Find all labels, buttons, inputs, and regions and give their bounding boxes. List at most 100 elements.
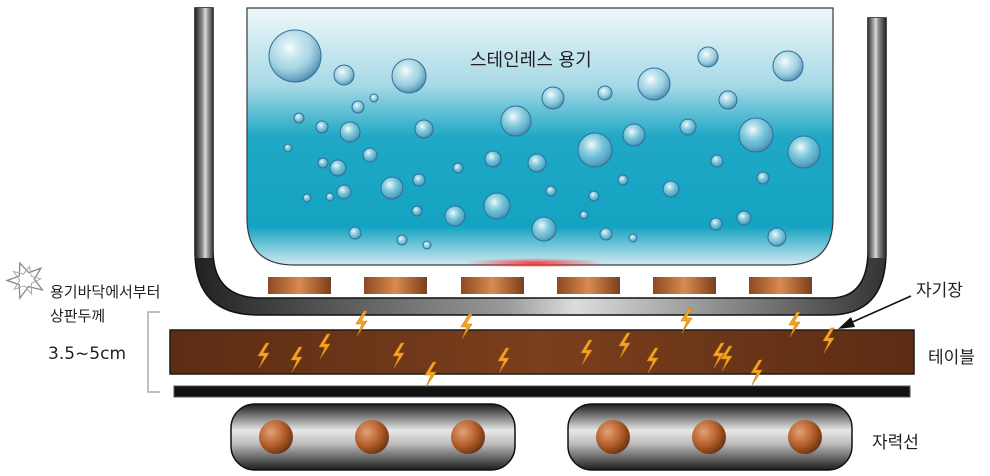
lightning-bolt-icon	[290, 346, 303, 373]
bubble	[325, 192, 335, 202]
bubble	[527, 153, 547, 173]
lightning-bolt-icon	[788, 311, 801, 338]
bubble	[599, 227, 613, 241]
star-outline-icon	[5, 261, 45, 301]
bubbles	[268, 29, 821, 250]
vessel-right-wall	[868, 18, 886, 258]
bubble	[597, 85, 613, 101]
note-line2: 상판두께	[50, 307, 106, 325]
coil-core	[451, 420, 485, 454]
bubble	[709, 217, 723, 231]
bubble	[588, 190, 600, 202]
thickness-bracket	[147, 311, 160, 393]
bubble	[414, 119, 434, 139]
lightning-bolt-icon	[424, 361, 437, 388]
copper-strips	[268, 277, 812, 294]
lightning-bolt-icon	[318, 333, 331, 360]
bubble	[710, 154, 724, 168]
bubble	[351, 100, 365, 114]
bubble	[697, 46, 719, 68]
lightning-bolts	[257, 307, 835, 388]
bubble	[411, 205, 423, 217]
bubble	[302, 193, 312, 203]
bubble	[315, 120, 329, 134]
bubble	[545, 185, 557, 197]
coil-unit-right	[567, 403, 853, 471]
bubble	[579, 210, 589, 220]
bubble	[362, 147, 378, 163]
bubble	[617, 174, 629, 186]
lightning-bolt-icon	[355, 310, 368, 337]
bubble	[484, 150, 502, 168]
copper-strip	[653, 277, 716, 294]
lightning-bolt-icon	[497, 347, 510, 374]
bubble	[396, 234, 408, 246]
bubble	[756, 171, 770, 185]
bubble	[679, 118, 697, 136]
thickness-label: 3.5~5cm	[48, 344, 127, 364]
bubble	[736, 210, 752, 226]
bubble	[531, 216, 557, 242]
bubble	[283, 143, 293, 153]
copper-strip	[461, 277, 524, 294]
lightning-bolt-icon	[460, 313, 473, 340]
lightning-bolt-icon	[646, 347, 659, 374]
bubble	[268, 29, 322, 83]
bubble	[329, 159, 347, 177]
lightning-bolt-icon	[720, 345, 733, 372]
bubble	[767, 227, 787, 247]
bubble	[787, 135, 821, 169]
lightning-bolt-icon	[392, 342, 405, 369]
bubble	[336, 184, 352, 200]
field-arrow-head	[838, 317, 855, 329]
lightning-bolt-icon	[712, 342, 725, 369]
coil-unit-left	[230, 403, 516, 471]
bubble	[444, 205, 466, 227]
bubble	[628, 233, 638, 243]
heat-spot	[465, 258, 605, 268]
magnetic-field-label: 자기장	[916, 281, 963, 301]
coil-core	[596, 420, 630, 454]
lightning-bolt-icon	[580, 339, 593, 366]
bubble	[738, 117, 774, 153]
lightning-bolt-icon	[750, 359, 763, 386]
bubble	[391, 58, 427, 94]
copper-strip	[364, 277, 427, 294]
copper-strip	[268, 277, 331, 294]
bubble	[662, 180, 680, 198]
black-sheet	[173, 385, 911, 398]
bubble	[637, 67, 671, 101]
lightning-bolt-icon	[822, 327, 835, 354]
bubble	[577, 132, 613, 168]
copper-strip	[749, 277, 812, 294]
bubble	[772, 50, 804, 82]
bubble	[348, 226, 362, 240]
note-line1: 용기바닥에서부터	[50, 283, 161, 301]
lightning-bolt-icon	[680, 307, 693, 334]
vessel-left-wall	[195, 8, 213, 258]
lightning-bolt-icon	[618, 332, 631, 359]
bubble	[339, 121, 361, 143]
bubble	[317, 157, 329, 169]
bubble	[718, 90, 738, 110]
bubble	[293, 112, 305, 124]
table-plate	[169, 329, 915, 375]
bubble	[422, 240, 432, 250]
bubble	[483, 192, 511, 220]
vessel-label: 스테인레스 용기	[470, 50, 592, 71]
bubble	[369, 93, 379, 103]
coil-core	[355, 420, 389, 454]
coil-core	[259, 420, 293, 454]
table-label: 테이블	[928, 348, 975, 368]
bubble	[412, 173, 426, 187]
copper-strip	[557, 277, 620, 294]
field-arrow-line	[847, 295, 912, 325]
coil-core	[692, 420, 726, 454]
lightning-bolt-icon	[257, 342, 270, 369]
coil-core	[788, 420, 822, 454]
bubble	[622, 123, 646, 147]
bubble	[333, 64, 355, 86]
bubble	[452, 162, 464, 174]
coil-label: 자력선	[872, 433, 919, 453]
